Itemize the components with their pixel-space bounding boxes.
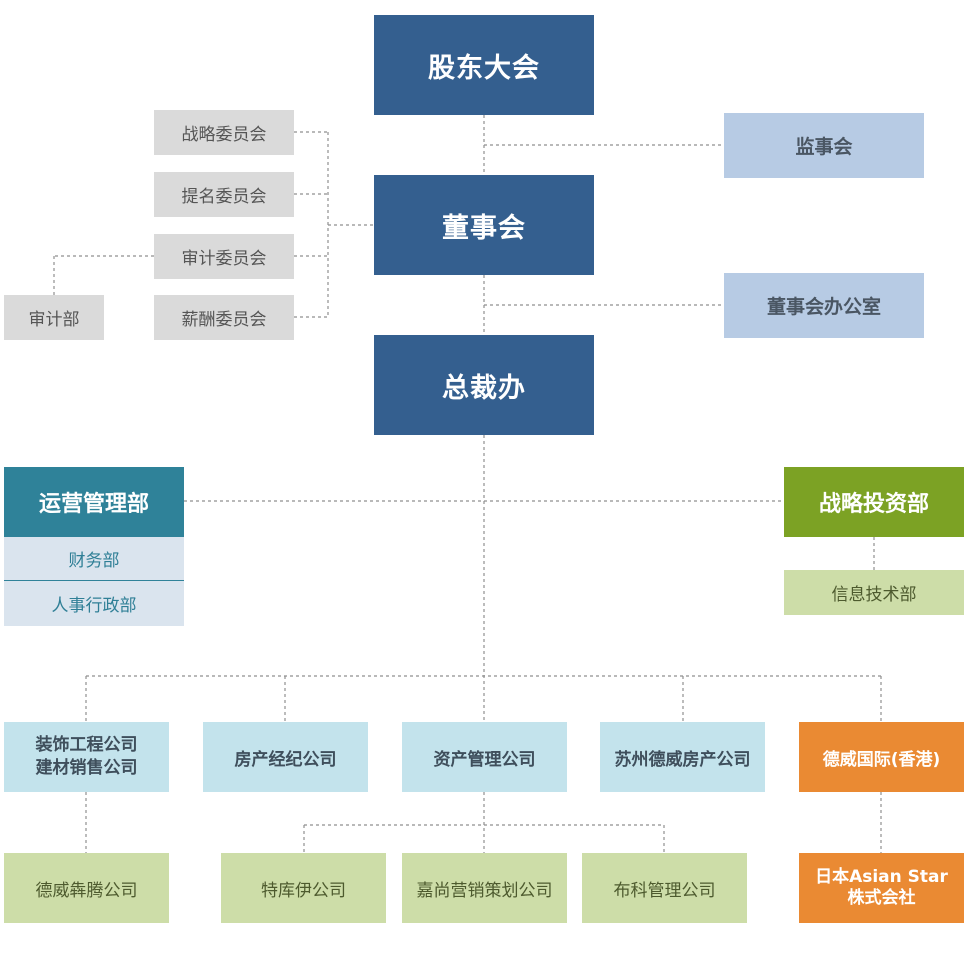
asset-management-company-label: 资产管理公司 — [433, 749, 536, 770]
jiashang-marketing-company-node: 嘉尚营销策划公司 — [402, 853, 567, 923]
president-office-label: 总裁办 — [442, 372, 526, 404]
board-node: 董事会 — [374, 175, 594, 275]
building-materials-company-label: 建材销售公司 — [35, 758, 138, 778]
suzhou-realty-company-node: 苏州德威房产公司 — [600, 722, 765, 792]
supervisors-label: 监事会 — [795, 136, 853, 158]
board-label: 董事会 — [442, 212, 526, 244]
audit-dept-node: 审计部 — [4, 295, 104, 340]
teku-company-label: 特库伊公司 — [261, 880, 346, 901]
japan-kabushiki-label: 株式会社 — [847, 888, 916, 908]
decoration-company-label: 装饰工程公司 — [35, 735, 138, 755]
shareholders-meeting-node: 股东大会 — [374, 15, 594, 115]
finance-dept-label: 财务部 — [68, 551, 120, 571]
realty-broker-company-node: 房产经纪公司 — [203, 722, 368, 792]
shareholders-label: 股东大会 — [428, 52, 540, 84]
japan-asian-star-company-node: 日本Asian Star 株式会社 — [799, 853, 964, 923]
it-dept-label: 信息技术部 — [831, 585, 917, 605]
operations-dept-node: 运营管理部 — [4, 467, 184, 537]
committee-label: 提名委员会 — [181, 187, 267, 207]
supervisors-node: 监事会 — [724, 113, 924, 178]
president-office-node: 总裁办 — [374, 335, 594, 435]
teku-company-node: 特库伊公司 — [221, 853, 386, 923]
dewei-hk-company-label: 德威国际(香港) — [822, 749, 941, 770]
committee-compensation-node: 薪酬委员会 — [154, 295, 294, 340]
decoration-company-node: 装饰工程公司 建材销售公司 — [4, 722, 169, 792]
board-office-node: 董事会办公室 — [724, 273, 924, 338]
board-office-label: 董事会办公室 — [766, 296, 881, 318]
buke-management-company-node: 布科管理公司 — [582, 853, 747, 923]
audit-dept-label: 审计部 — [28, 310, 80, 330]
japan-asian-star-label: 日本Asian Star — [815, 867, 948, 887]
committee-nomination-node: 提名委员会 — [154, 172, 294, 217]
committee-label: 审计委员会 — [181, 249, 267, 269]
it-dept-node: 信息技术部 — [784, 570, 964, 615]
operations-dept-label: 运营管理部 — [38, 492, 149, 517]
dewei-xinteng-company-node: 德威犇腾公司 — [4, 853, 169, 923]
buke-management-company-label: 布科管理公司 — [613, 880, 716, 901]
jiashang-marketing-company-label: 嘉尚营销策划公司 — [416, 880, 553, 901]
suzhou-realty-company-label: 苏州德威房产公司 — [614, 749, 751, 770]
dewei-hk-company-node: 德威国际(香港) — [799, 722, 964, 792]
committee-label: 战略委员会 — [181, 125, 267, 145]
dewei-xinteng-company-label: 德威犇腾公司 — [35, 880, 138, 901]
hr-admin-dept-node: 人事行政部 — [4, 581, 184, 626]
committee-audit-node: 审计委员会 — [154, 234, 294, 279]
strategy-investment-dept-node: 战略投资部 — [784, 467, 964, 537]
committee-label: 薪酬委员会 — [181, 310, 267, 330]
finance-dept-node: 财务部 — [4, 537, 184, 581]
realty-broker-company-label: 房产经纪公司 — [234, 749, 337, 770]
asset-management-company-node: 资产管理公司 — [402, 722, 567, 792]
committee-strategy-node: 战略委员会 — [154, 110, 294, 155]
strategy-investment-dept-label: 战略投资部 — [818, 492, 929, 517]
hr-admin-dept-label: 人事行政部 — [51, 596, 137, 616]
